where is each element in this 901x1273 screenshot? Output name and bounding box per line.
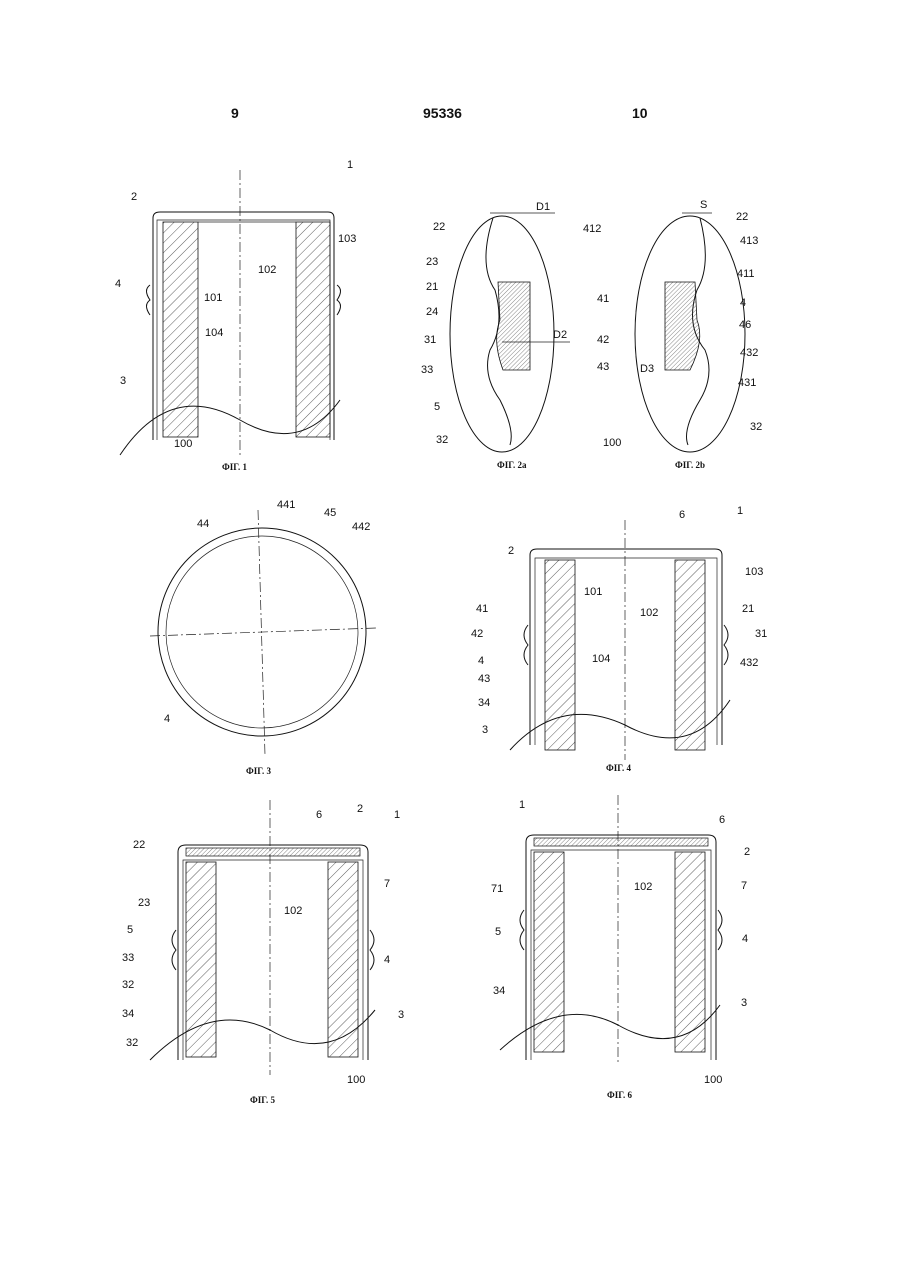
fig3-label: 45 — [324, 507, 336, 519]
fig5-label: 6 — [316, 809, 322, 821]
fig3-caption: ФІГ. 3 — [246, 766, 271, 776]
fig6-label: 1 — [519, 799, 525, 811]
fig2a-label: D1 — [536, 201, 550, 213]
fig4-label: 102 — [640, 607, 658, 619]
fig2a-label: 43 — [597, 361, 609, 373]
figure-3: ФІГ. 3 441 45 44 442 4 — [150, 499, 376, 776]
fig5-label: 32 — [126, 1037, 138, 1049]
fig2b-caption: ФІГ. 2b — [675, 460, 705, 470]
fig2a-label: 21 — [426, 281, 438, 293]
fig3-label: 442 — [352, 521, 370, 533]
fig5-label: 1 — [394, 809, 400, 821]
fig5-label: 33 — [122, 952, 134, 964]
fig6-label: 100 — [704, 1074, 722, 1086]
fig4-label: 2 — [508, 545, 514, 557]
fig6-label: 71 — [491, 883, 503, 895]
fig4-label: 104 — [592, 653, 610, 665]
fig2a-label: 31 — [424, 334, 436, 346]
fig6-label: 2 — [744, 846, 750, 858]
fig2a-label: 22 — [433, 221, 445, 233]
fig5-label: 2 — [357, 803, 363, 815]
fig4-label: 4 — [478, 655, 484, 667]
fig2a-label: 33 — [421, 364, 433, 376]
figure-1: ФІГ. 1 1 2 103 102 101 4 104 3 100 — [115, 159, 356, 472]
fig2a-label: 412 — [583, 223, 601, 235]
fig6-label: 3 — [741, 997, 747, 1009]
fig1-label: 104 — [205, 327, 223, 339]
fig5-label: 3 — [398, 1009, 404, 1021]
fig4-label: 3 — [482, 724, 488, 736]
fig6-label: 34 — [493, 985, 505, 997]
fig4-label: 42 — [471, 628, 483, 640]
fig2b-label: 413 — [740, 235, 758, 247]
fig1-label: 100 — [174, 438, 192, 450]
fig5-label: 7 — [384, 878, 390, 890]
figure-6: ФІГ. 6 1 6 2 102 7 71 5 4 34 3 100 — [491, 795, 750, 1100]
fig2a-label: 5 — [434, 401, 440, 413]
fig4-label: 43 — [478, 673, 490, 685]
fig6-label: 5 — [495, 926, 501, 938]
fig4-label: 34 — [478, 697, 490, 709]
fig4-label: 1 — [737, 505, 743, 517]
figure-4: ФІГ. 4 6 1 2 103 101 102 21 31 41 42 4 4… — [471, 505, 767, 773]
fig2b-label: 46 — [739, 319, 751, 331]
fig5-label: 4 — [384, 954, 390, 966]
fig2a-label: 100 — [603, 437, 621, 449]
fig6-label: 102 — [634, 881, 652, 893]
fig4-label: 103 — [745, 566, 763, 578]
fig6-label: 7 — [741, 880, 747, 892]
fig4-label: 41 — [476, 603, 488, 615]
fig5-label: 22 — [133, 839, 145, 851]
fig1-label: 101 — [204, 292, 222, 304]
fig2b-label: 32 — [750, 421, 762, 433]
fig5-label: 32 — [122, 979, 134, 991]
fig2a-label: 41 — [597, 293, 609, 305]
fig6-label: 6 — [719, 814, 725, 826]
fig1-label: 2 — [131, 191, 137, 203]
fig2a-caption: ФІГ. 2a — [497, 460, 527, 470]
fig3-label: 4 — [164, 713, 170, 725]
fig2b-label: 411 — [737, 268, 755, 280]
fig2a-label: 24 — [426, 306, 438, 318]
fig1-label: 4 — [115, 278, 121, 290]
fig2a-label: D2 — [553, 329, 567, 341]
fig3-label: 44 — [197, 518, 209, 530]
fig2b-label: S — [700, 199, 707, 211]
fig1-label: 3 — [120, 375, 126, 387]
fig6-label: 4 — [742, 933, 748, 945]
fig3-label: 441 — [277, 499, 295, 511]
figure-5: ФІГ. 5 6 2 1 22 7 102 23 5 33 4 32 34 3 … — [122, 800, 404, 1105]
fig4-label: 101 — [584, 586, 602, 598]
fig1-label: 102 — [258, 264, 276, 276]
fig4-label: 21 — [742, 603, 754, 615]
fig1-label: 103 — [338, 233, 356, 245]
fig4-caption: ФІГ. 4 — [606, 763, 631, 773]
fig4-label: 31 — [755, 628, 767, 640]
fig2a-label: 42 — [597, 334, 609, 346]
fig5-label: 23 — [138, 897, 150, 909]
fig2b-label: 4 — [740, 297, 746, 309]
fig1-caption: ФІГ. 1 — [222, 462, 247, 472]
fig6-caption: ФІГ. 6 — [607, 1090, 632, 1100]
fig5-label: 100 — [347, 1074, 365, 1086]
fig5-label: 34 — [122, 1008, 134, 1020]
fig4-label: 432 — [740, 657, 758, 669]
fig5-caption: ФІГ. 5 — [250, 1095, 275, 1105]
fig2b-label: D3 — [640, 363, 654, 375]
figure-2a: ФІГ. 2a D1 22 412 23 21 24 31 33 5 32 D2… — [421, 201, 621, 470]
fig2a-label: 32 — [436, 434, 448, 446]
fig4-label: 6 — [679, 509, 685, 521]
figure-2b: ФІГ. 2b S 22 413 411 4 46 432 D3 431 32 — [635, 199, 762, 470]
fig5-label: 102 — [284, 905, 302, 917]
fig2b-label: 432 — [740, 347, 758, 359]
fig2b-label: 22 — [736, 211, 748, 223]
fig2b-label: 431 — [738, 377, 756, 389]
fig5-label: 5 — [127, 924, 133, 936]
fig1-label: 1 — [347, 159, 353, 171]
fig2a-label: 23 — [426, 256, 438, 268]
